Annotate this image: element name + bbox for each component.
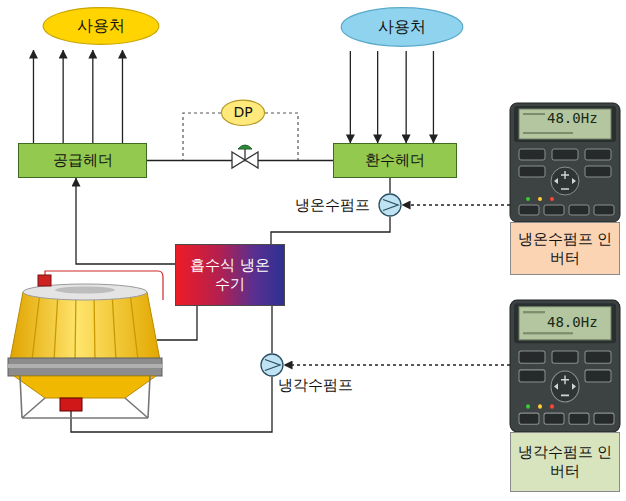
pipe-connector: [271, 306, 272, 353]
consumer-ellipse: 사용처: [42, 6, 160, 46]
node-label: 냉온수펌프 인버터: [515, 230, 615, 268]
pipe-connector: [433, 51, 434, 143]
inverter-panel: 냉온수펌프 인버터: [510, 103, 620, 275]
pump-symbol: [261, 354, 283, 376]
header-box: 공급헤더: [18, 143, 147, 178]
pipe-connector: [122, 50, 123, 143]
control-valve: [232, 145, 258, 168]
display-readout: 48.0Hz: [547, 110, 598, 126]
pump-label: 냉온수펌프: [295, 196, 370, 215]
pump-symbol: [378, 193, 402, 217]
pipe-connector: [271, 217, 390, 244]
node-label: 환수헤더: [365, 151, 425, 170]
node-label: 냉각수펌프 인버터: [515, 443, 615, 481]
pump-symbol: [265, 360, 280, 371]
node-label: 사용처: [378, 17, 426, 37]
pump-symbol: [383, 200, 398, 211]
node-label: 흡수식 냉온수기: [184, 256, 276, 294]
chiller-box: 흡수식 냉온수기: [175, 244, 285, 306]
pipe-connector: [350, 51, 351, 143]
pump-symbol: 냉각수펌프: [260, 353, 284, 377]
node-label: DP: [233, 104, 252, 122]
inverter-keypad: [510, 300, 620, 432]
pipe-connector: [92, 50, 93, 143]
pump-symbol: [260, 353, 284, 377]
inverter-keypad: [510, 103, 620, 222]
pump-symbol: [379, 194, 401, 216]
cooling-water-pipe: [157, 306, 197, 340]
display-readout: 48.0Hz: [547, 314, 598, 330]
inverter-label-band: 냉온수펌프 인버터: [510, 222, 620, 275]
header-box: 환수헤더: [333, 143, 457, 178]
node-label: 사용처: [77, 16, 125, 36]
pump-symbol: 냉온수펌프: [378, 193, 402, 217]
pipe-connector: [76, 178, 175, 264]
control-signal-arrow: [402, 204, 510, 205]
consumer-ellipse: 사용처: [340, 6, 464, 48]
ellipse-outline: [341, 8, 463, 47]
node-label: 공급헤더: [53, 151, 113, 170]
pipe-connector: [377, 51, 378, 143]
ellipse-outline: [43, 8, 159, 45]
ellipse-outline: [221, 100, 264, 125]
pump-label: 냉각수펌프: [278, 376, 353, 395]
inverter-label-band: 냉각수펌프 인버터: [510, 432, 620, 492]
pipe-connector: [389, 178, 390, 193]
dp-gauge: DP: [221, 99, 265, 127]
pipe-connector: [63, 50, 64, 143]
pipe-connector: [33, 50, 34, 143]
cooling-tower: [8, 271, 163, 418]
pipe-connector: [406, 51, 407, 143]
control-signal-arrow: [284, 364, 510, 365]
